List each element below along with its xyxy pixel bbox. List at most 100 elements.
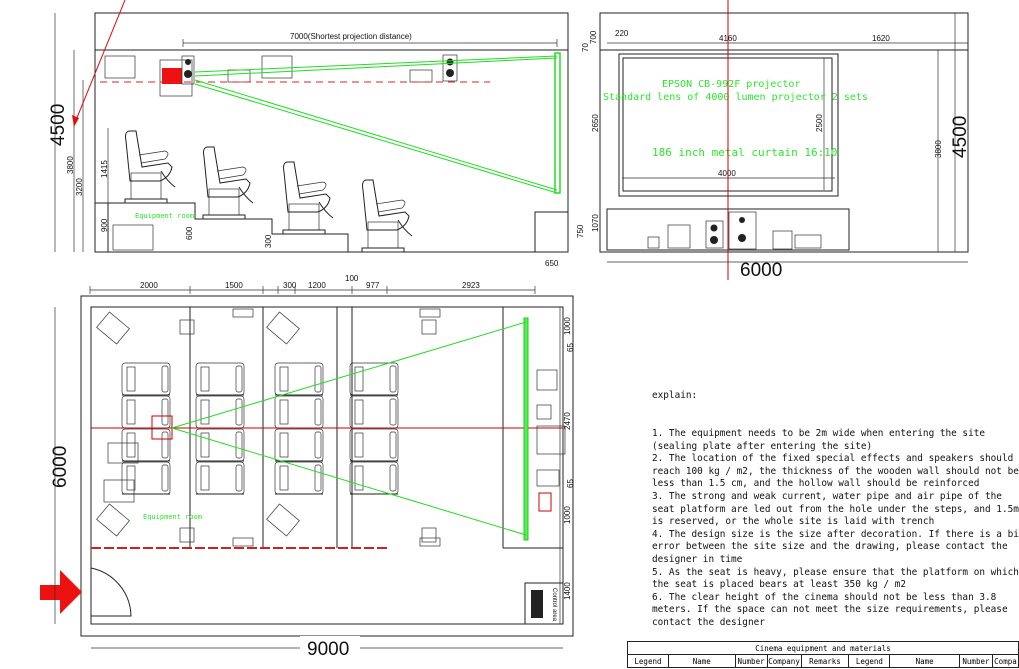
dim-600: 600 [185, 226, 194, 240]
table-column-header: Legend [848, 654, 891, 668]
plan-width-total: 9000 [307, 639, 349, 660]
effect-device [419, 308, 441, 318]
side-elevation: 7000(Shortest projection distance) 4500 … [48, 12, 585, 268]
seat-plan [121, 395, 171, 429]
seat-plan [349, 395, 399, 429]
dim-2500: 2500 [815, 114, 824, 132]
dim-1415: 1415 [100, 160, 109, 178]
note-line: seat platform are led out from the hole … [652, 503, 1019, 515]
motion-device [96, 503, 130, 537]
ceiling-device [104, 55, 136, 79]
seat-plan [349, 362, 399, 396]
side-wall-outline [94, 12, 569, 253]
table-column-header: Remarks [800, 654, 850, 668]
ceiling-device [227, 69, 251, 83]
projector-bracket [159, 59, 193, 97]
dim-top: 2000 [140, 281, 158, 290]
projector-lens-label: Standard lens of 4000 lumen projector 2 … [603, 92, 868, 103]
table-column-header: Compa [991, 654, 1019, 668]
projection-distance-label: 7000(Shortest projection distance) [290, 32, 412, 41]
speaker-plan [179, 527, 195, 543]
air-compressor [112, 224, 154, 251]
motion-device [266, 503, 300, 537]
dim-right: 65 [566, 343, 575, 352]
dim-right: 1000 [563, 506, 572, 524]
air-compressor-plan [103, 479, 135, 503]
dim-right: 1400 [563, 582, 572, 600]
dim-650: 650 [545, 259, 559, 268]
motion-device [96, 311, 130, 345]
control-area-label: Control area [551, 588, 557, 622]
special-effects-box [534, 211, 569, 253]
control-box [107, 442, 139, 464]
dim-2650: 2650 [591, 114, 600, 132]
note-line: 1. The equipment needs to be 2m wide whe… [652, 427, 986, 439]
ceiling-device [261, 55, 293, 79]
ceiling-device [409, 69, 433, 83]
dim-3200: 3200 [75, 178, 84, 196]
note-line: the seat is placed bears at least 350 kg… [652, 579, 906, 591]
note-line: 2. The location of the fixed special eff… [652, 453, 1014, 465]
dim-top: 2923 [462, 281, 480, 290]
table-title: Cinema equipment and materials [627, 641, 1019, 655]
seat-plan [195, 428, 245, 462]
note-line: (sealing plate after entering the site) [652, 440, 873, 452]
dim-700: 700 [589, 30, 598, 44]
dim-300: 300 [264, 234, 273, 248]
projector-label: EPSON CB-992F projector [662, 79, 800, 90]
control-area [524, 582, 564, 625]
pointer-arrow [73, 0, 126, 126]
dim-top: 1500 [225, 281, 243, 290]
note-line: 6. The clear height of the cinema should… [652, 591, 997, 603]
front-width-total: 6000 [740, 260, 782, 281]
dim-1620: 1620 [872, 34, 890, 43]
speaker [181, 55, 195, 85]
seat-plan [349, 428, 399, 462]
speaker-plan [421, 527, 437, 543]
seat-plan [274, 461, 324, 495]
plan-equipment-room-label: Equipment room [143, 513, 202, 521]
note-line: 3. The strong and weak current, water pi… [652, 490, 1002, 502]
table-column-header: Company [766, 654, 802, 668]
dim-top: 1200 [308, 281, 326, 290]
note-line: designer in time [652, 553, 743, 565]
note-line: error between the site size and the draw… [652, 541, 1008, 553]
note-line: reach 100 kg / m2, the thickness of the … [652, 465, 1019, 477]
dim-right: 2470 [563, 412, 572, 430]
seat-plan [195, 362, 245, 396]
seat-plan [274, 395, 324, 429]
curtain-label: 186 inch metal curtain 16:10 [652, 146, 837, 159]
entrance-arrow-icon [40, 570, 82, 614]
notes-title: explain: [652, 390, 698, 402]
plan-height-total: 6000 [50, 446, 71, 488]
seat-platform-steps [95, 202, 349, 252]
dim-right: 1000 [563, 317, 572, 335]
note-line: 4. The design size is the size after dec… [652, 528, 1019, 540]
table-column-header: Legend [627, 654, 669, 668]
note-line: is reserved, or the whole site is laid w… [652, 516, 935, 528]
table-column-header: Name [667, 654, 736, 668]
note-line: 5. As the seat is heavy, please ensure t… [652, 566, 1019, 578]
note-line: meters. If the space can not meet the si… [652, 604, 1008, 616]
motion-seat-side [282, 161, 334, 235]
motion-seat-side [124, 130, 176, 204]
note-line: less than 1.5 cm, and the hollow wall sh… [652, 478, 980, 490]
equipment-room-label: Equipment room [135, 212, 194, 220]
note-line: contact the designer [652, 616, 765, 628]
speaker-plan [179, 319, 195, 335]
motion-device [266, 311, 300, 345]
dim-3800: 3800 [66, 156, 75, 174]
dim-220: 220 [615, 29, 629, 38]
speaker-plan [421, 319, 437, 335]
table-column-header: Number [958, 654, 993, 668]
table-column-header: Name [889, 654, 960, 668]
motion-seat-side [361, 179, 413, 253]
front-elevation: 220 4160 1620 4000 2500 EPSON CB-992F pr… [581, 12, 971, 281]
dim-3800-front: 3800 [934, 140, 943, 158]
effect-device [232, 308, 254, 318]
dim-1070: 1070 [591, 214, 600, 232]
effect-device [232, 537, 254, 547]
